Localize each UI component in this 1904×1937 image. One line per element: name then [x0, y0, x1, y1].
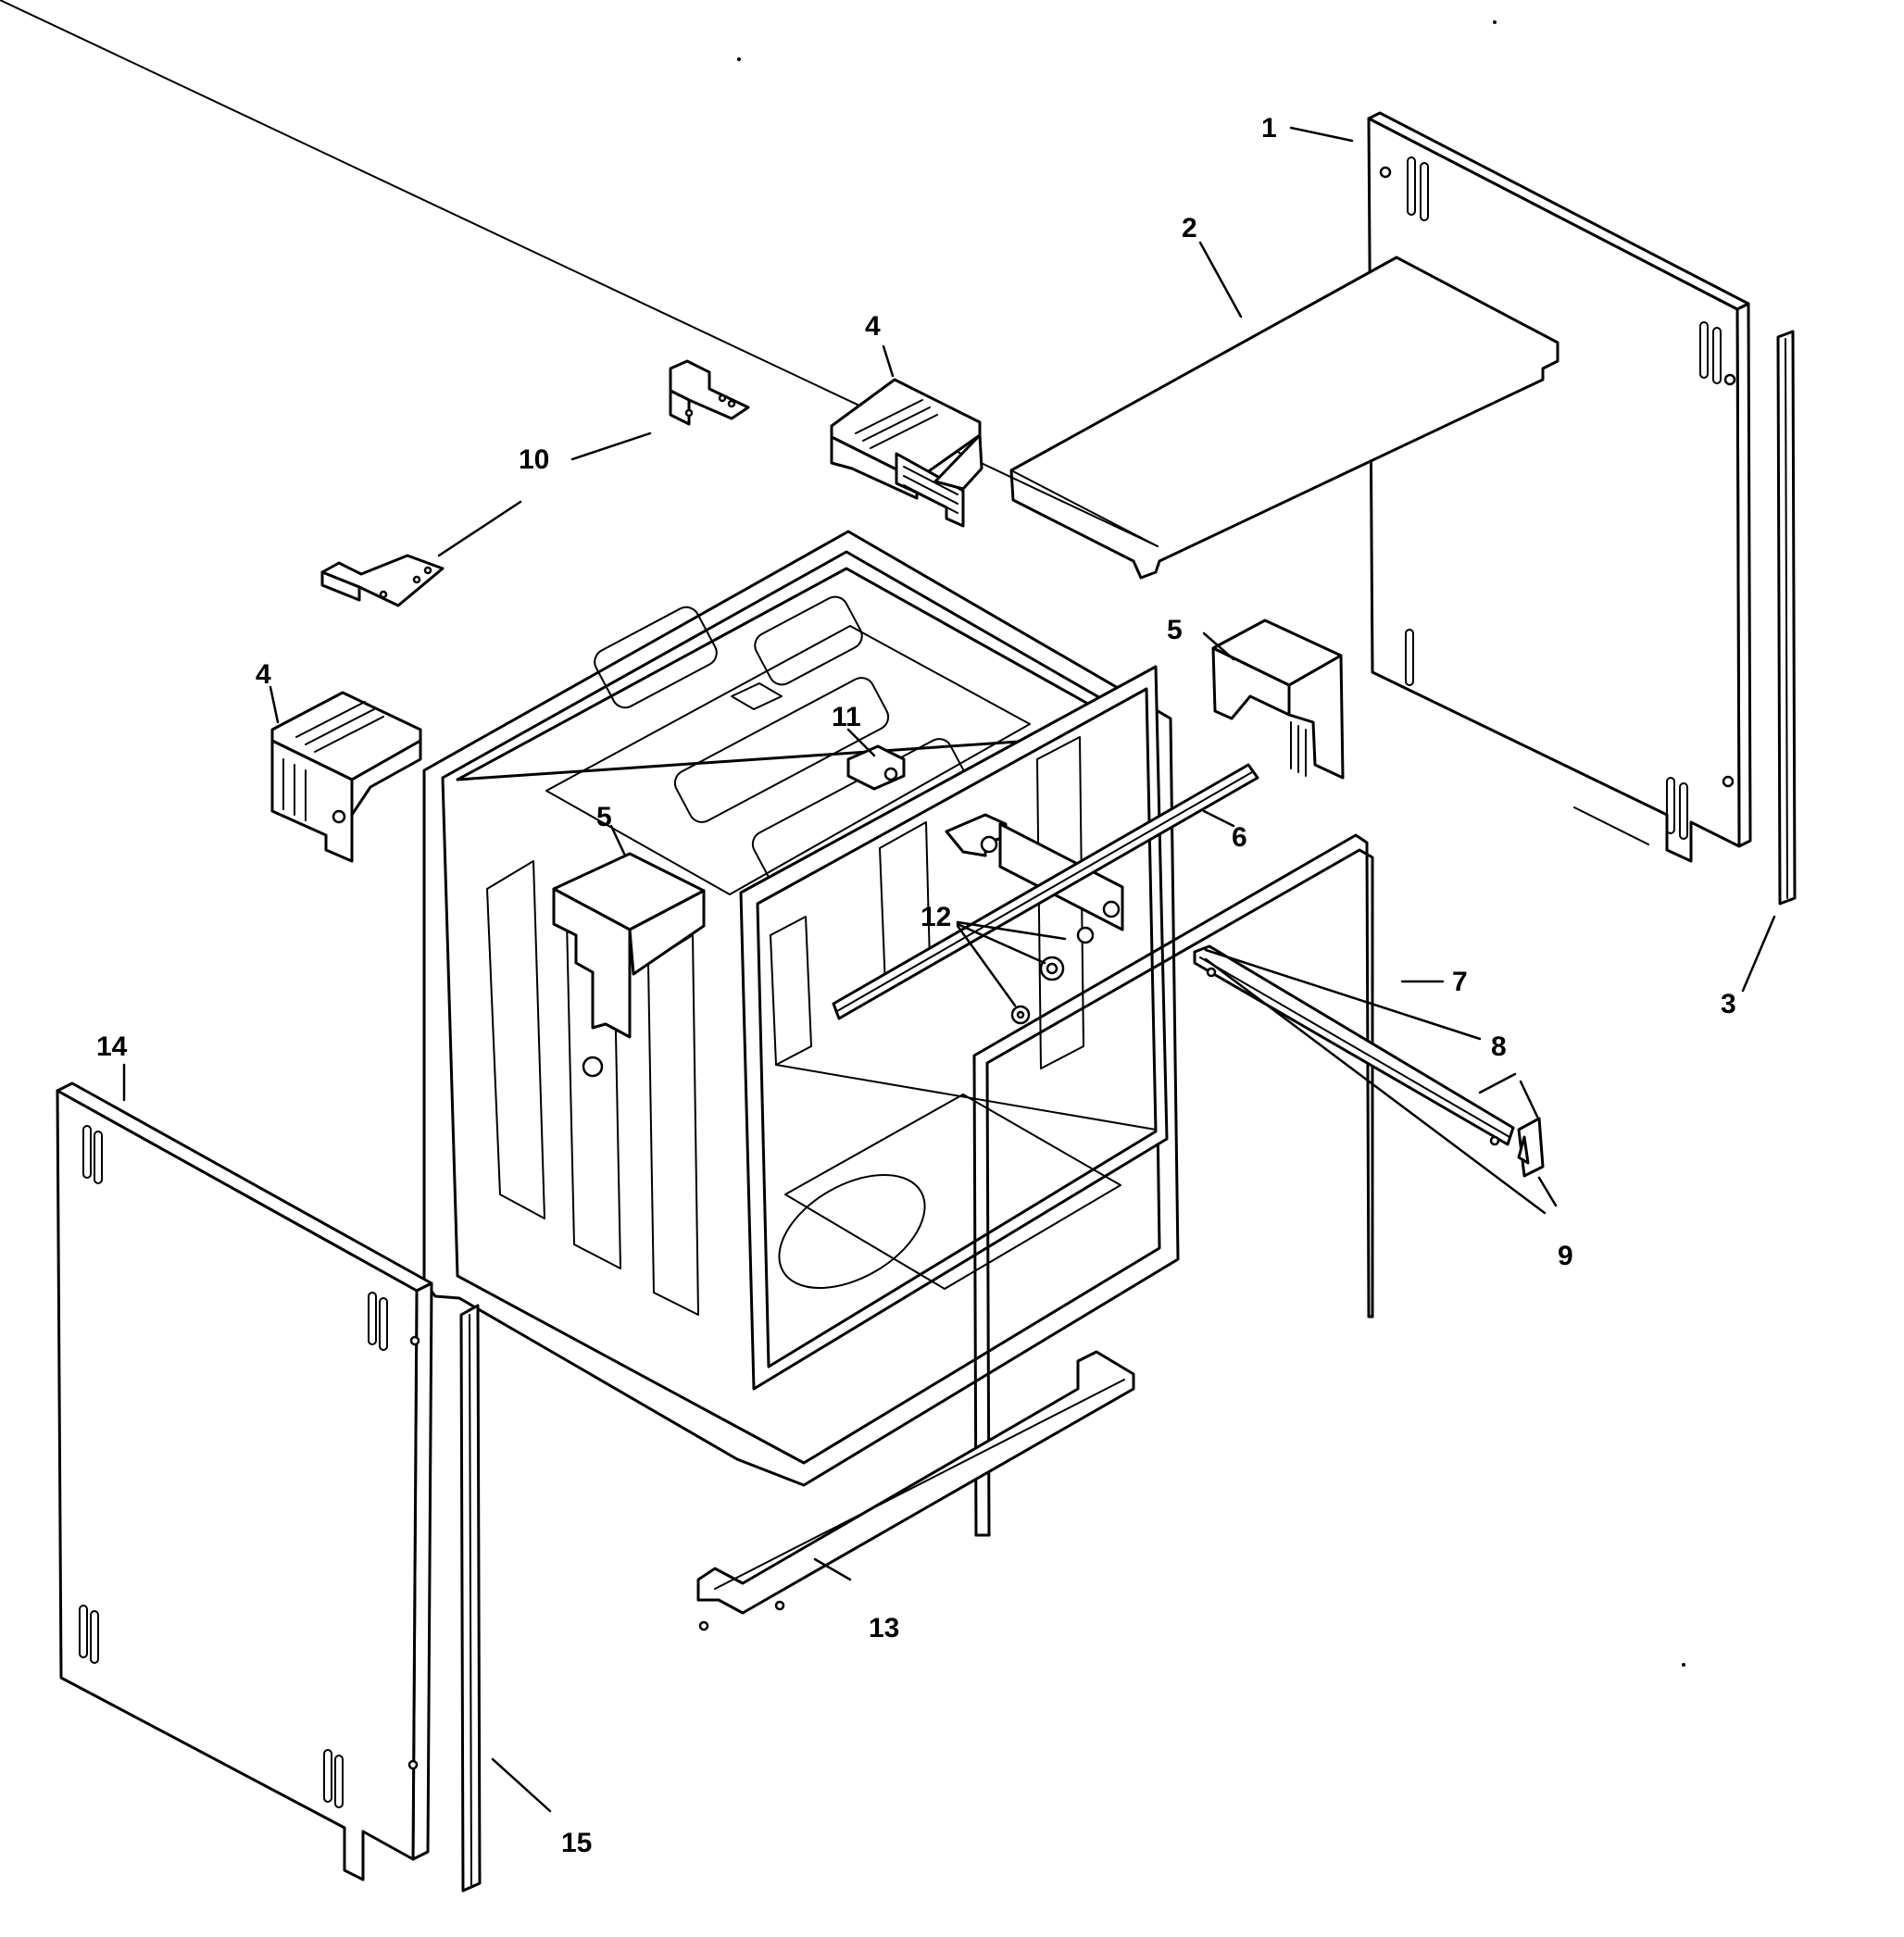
part-1-right-side-panel: [1367, 111, 1752, 863]
part-8-lower-rail: [1193, 944, 1515, 1146]
callout-15: 15: [561, 1828, 592, 1858]
leader-lines: [122, 126, 1776, 1813]
callouts: 1 2 3 4 4 5 5 6 7 8 9 10 11 12 13 14 15: [96, 113, 1736, 1858]
part-12-screws: [1010, 926, 1095, 1025]
scan-specks: [737, 20, 1685, 1667]
callout-4-top: 4: [865, 311, 881, 342]
callout-3: 3: [1721, 989, 1736, 1019]
part-14-left-side-panel: [56, 1081, 433, 1881]
part-7-door-gasket: [972, 833, 1374, 1537]
part-6-upper-rail: [832, 763, 1259, 1020]
part-13-bottom-toe-rail: [696, 1350, 1135, 1631]
part-4-mounting-bracket-top: [830, 378, 983, 528]
callout-6: 6: [1232, 822, 1247, 853]
part-9-rail-end-cap: [1517, 1117, 1545, 1178]
part-5-side-bracket-right: [1211, 619, 1345, 780]
callout-1: 1: [1261, 113, 1277, 144]
part-10-mounting-clip-left: [320, 554, 445, 607]
callout-2: 2: [1182, 213, 1197, 244]
callout-5-right: 5: [1167, 615, 1183, 645]
callout-13: 13: [869, 1613, 899, 1643]
part-3-side-trim-strip: [1776, 330, 1797, 906]
callout-5-left: 5: [596, 802, 612, 832]
part-4-mounting-bracket-left: [270, 691, 422, 863]
part-11-latch-clip: [846, 744, 906, 791]
callout-12: 12: [921, 902, 951, 932]
part-5-side-bracket-left: [552, 852, 706, 1078]
dishwasher-tub-frame: [422, 530, 1180, 1487]
callout-11: 11: [832, 702, 861, 732]
part-2-top-panel: [0, 0, 1560, 580]
callout-10: 10: [519, 444, 549, 475]
callout-14: 14: [96, 1031, 128, 1062]
part-10-mounting-clip-top: [669, 359, 750, 426]
part-15-front-trim-strip: [459, 1304, 482, 1893]
callout-9: 9: [1558, 1241, 1573, 1271]
callout-8: 8: [1491, 1031, 1507, 1062]
callout-7: 7: [1452, 967, 1468, 997]
callout-4-left: 4: [256, 659, 271, 690]
